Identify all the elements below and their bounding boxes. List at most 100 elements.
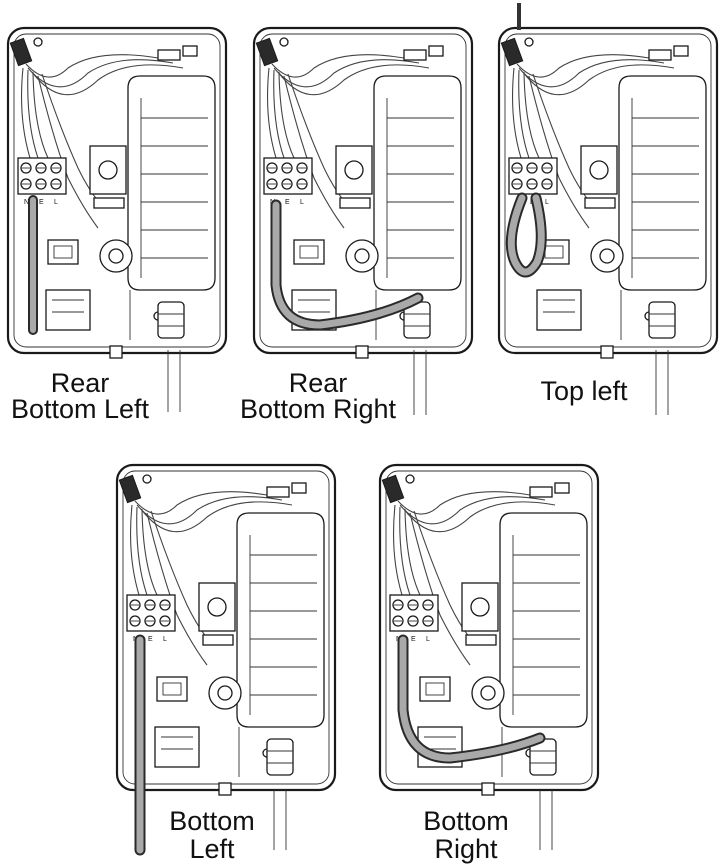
water-pipe — [273, 790, 287, 850]
panel-label-line-1: Top left — [540, 376, 628, 406]
internal-wire — [392, 504, 403, 596]
panel-label-line-2: Bottom Left — [11, 394, 150, 424]
terminal-mark: E — [39, 199, 44, 206]
plug-connector — [9, 37, 33, 67]
thermostat-base — [339, 197, 371, 209]
relay — [419, 676, 451, 702]
internal-wire — [20, 67, 31, 159]
panel-rear-bottom-left: N E L Rear Bottom Left — [6, 26, 228, 424]
wire-clip — [182, 45, 198, 57]
water-fitting — [266, 738, 294, 776]
wire-clip — [529, 486, 553, 498]
internal-wire — [273, 59, 420, 88]
cable-bottom-right-fill — [399, 636, 544, 762]
screw-hole — [279, 37, 289, 47]
flow-valve-center — [217, 685, 233, 701]
water-pipe — [167, 350, 181, 412]
panel-label-line-2: Left — [189, 834, 235, 864]
terminal-mark: E — [411, 636, 416, 643]
thermostat-dial — [470, 597, 490, 617]
thermostat-dial — [589, 160, 609, 180]
lower-bracket — [154, 726, 200, 768]
relay — [156, 676, 188, 702]
internal-wire — [403, 501, 556, 533]
plug-connector — [500, 37, 524, 67]
screw-hole — [33, 37, 43, 47]
flow-valve-center — [599, 248, 615, 264]
heater-tank — [618, 75, 707, 291]
inlet-stub — [600, 345, 614, 359]
internal-wire — [32, 71, 49, 159]
wire-clip — [673, 45, 689, 57]
panel-label-line-1: Rear — [51, 368, 110, 398]
inlet-stub — [355, 345, 369, 359]
internal-wire — [522, 64, 675, 96]
internal-wire — [266, 67, 277, 159]
heater-tank — [127, 75, 216, 291]
panel-label-line-1: Bottom — [169, 806, 255, 836]
terminal-mark: E — [285, 199, 290, 206]
water-fitting — [648, 301, 676, 339]
internal-wire — [141, 508, 158, 596]
internal-wire — [518, 69, 530, 159]
cable-top-left-loop-fill — [507, 194, 545, 276]
internal-wire — [27, 59, 174, 88]
wire-clip — [554, 482, 570, 494]
water-pipe — [539, 790, 553, 850]
internal-wire — [413, 510, 477, 646]
internal-wire — [404, 508, 421, 596]
internal-wire — [278, 71, 295, 159]
terminal-mark: L — [300, 199, 304, 206]
water-fitting — [157, 301, 185, 339]
thermostat-dial — [98, 160, 118, 180]
thermostat-base — [465, 634, 497, 646]
flow-valve-center — [108, 248, 124, 264]
internal-wire — [511, 67, 522, 159]
internal-wire — [397, 491, 531, 515]
wire-clip — [648, 49, 672, 61]
inlet-stub — [481, 782, 495, 796]
relay-face — [53, 245, 73, 259]
thermostat-base — [584, 197, 616, 209]
internal-wire — [41, 73, 105, 209]
inlet-stub — [218, 782, 232, 796]
relay-face — [425, 682, 445, 696]
panel-label-line-1: Bottom — [423, 806, 509, 836]
flow-valve-center — [480, 685, 496, 701]
water-pipe — [413, 350, 427, 415]
thermostat-dial — [344, 160, 364, 180]
flow-valve-center — [354, 248, 370, 264]
wire-clip — [428, 45, 444, 57]
plug-connector — [255, 37, 279, 67]
heater-tank — [499, 512, 588, 728]
internal-wire — [134, 491, 268, 515]
plug-connector — [118, 474, 142, 504]
thermostat-base — [93, 197, 125, 209]
relay — [47, 239, 79, 265]
terminal-mark: N — [24, 199, 29, 206]
terminal-mark: L — [54, 199, 58, 206]
internal-wire — [273, 69, 285, 159]
heater-tank — [236, 512, 325, 728]
internal-wire — [129, 504, 140, 596]
lower-bracket — [536, 289, 582, 331]
internal-wire — [523, 71, 540, 159]
cable-rear-bottom-right-fill — [272, 201, 422, 329]
internal-wire — [516, 54, 650, 78]
internal-wire — [136, 506, 148, 596]
terminal-mark: L — [426, 636, 430, 643]
inlet-stub — [109, 345, 123, 359]
terminal-mark: E — [148, 636, 153, 643]
internal-wire — [399, 496, 546, 525]
heater-tank — [373, 75, 462, 291]
internal-wire — [277, 64, 430, 96]
lower-bracket — [45, 289, 91, 331]
